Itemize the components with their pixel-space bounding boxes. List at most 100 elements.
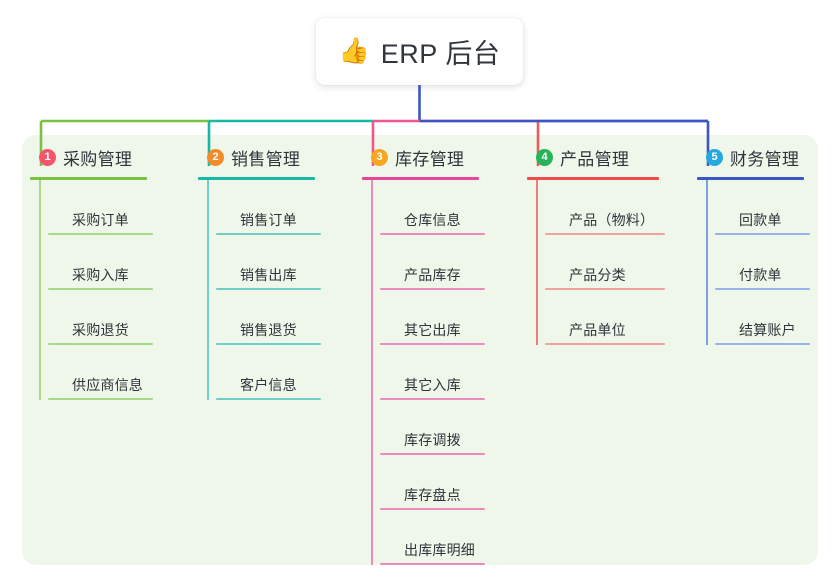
branch-header-4[interactable]: 4 产品管理 bbox=[527, 144, 687, 170]
leaf-item-label: 采购退货 bbox=[72, 322, 129, 338]
leaf-item[interactable]: 库存盘点 bbox=[371, 455, 512, 510]
leaf-item-rule bbox=[715, 343, 810, 345]
branch-header-rule bbox=[362, 177, 479, 180]
leaf-item[interactable]: 销售出库 bbox=[207, 235, 348, 290]
leaf-item[interactable]: 产品单位 bbox=[536, 290, 687, 345]
branch-spine bbox=[207, 180, 209, 400]
leaf-item-rule bbox=[380, 508, 485, 510]
branch-number-badge: 2 bbox=[207, 148, 224, 166]
leaf-item-label: 回款单 bbox=[739, 212, 782, 228]
leaf-item-rule bbox=[715, 233, 810, 235]
leaf-item-label: 仓库信息 bbox=[404, 212, 461, 228]
leaf-item-label: 供应商信息 bbox=[72, 377, 143, 393]
branch-title: 采购管理 bbox=[63, 149, 133, 169]
leaf-item-rule bbox=[216, 398, 321, 400]
root-node[interactable]: 👍 ERP 后台 bbox=[316, 18, 523, 85]
leaf-item-label: 其它出库 bbox=[404, 322, 461, 338]
leaf-item-label: 产品分类 bbox=[569, 267, 626, 283]
leaf-item-rule bbox=[380, 343, 485, 345]
branch-items-3: 仓库信息产品库存其它出库其它入库库存调拨库存盘点出库库明细 bbox=[362, 180, 512, 565]
leaf-item-label: 客户信息 bbox=[240, 377, 297, 393]
leaf-item-rule bbox=[48, 398, 153, 400]
leaf-item-rule bbox=[216, 288, 321, 290]
branch-title: 产品管理 bbox=[560, 149, 630, 169]
leaf-item[interactable]: 供应商信息 bbox=[39, 345, 180, 400]
leaf-item-rule bbox=[48, 233, 153, 235]
branch-column-4: 4 产品管理产品（物料） 产品分类产品单位 bbox=[527, 144, 687, 345]
branch-spine bbox=[371, 180, 373, 565]
leaf-item[interactable]: 客户信息 bbox=[207, 345, 348, 400]
branch-items-2: 销售订单销售出库销售退货客户信息 bbox=[198, 180, 348, 400]
leaf-item[interactable]: 采购入库 bbox=[39, 235, 180, 290]
leaf-item-label: 销售出库 bbox=[240, 267, 297, 283]
leaf-item-label: 出库库明细 bbox=[404, 542, 475, 558]
branches-panel bbox=[22, 135, 818, 565]
leaf-item[interactable]: 付款单 bbox=[706, 235, 822, 290]
leaf-item-rule bbox=[380, 563, 485, 565]
root-title: ERP 后台 bbox=[380, 39, 501, 69]
leaf-item-rule bbox=[545, 233, 665, 235]
leaf-item[interactable]: 销售订单 bbox=[207, 180, 348, 235]
leaf-item-rule bbox=[380, 453, 485, 455]
leaf-item[interactable]: 结算账户 bbox=[706, 290, 822, 345]
branch-header-5[interactable]: 5 财务管理 bbox=[697, 144, 822, 170]
leaf-item-label: 库存调拨 bbox=[404, 432, 461, 448]
leaf-item[interactable]: 产品（物料） bbox=[536, 180, 687, 235]
leaf-item-rule bbox=[380, 233, 485, 235]
leaf-item-label: 其它入库 bbox=[404, 377, 461, 393]
branch-number-badge: 1 bbox=[39, 148, 56, 166]
branch-items-1: 采购订单采购入库采购退货供应商信息 bbox=[30, 180, 180, 400]
leaf-item-label: 采购入库 bbox=[72, 267, 129, 283]
leaf-item-label: 结算账户 bbox=[739, 322, 796, 338]
branch-title: 库存管理 bbox=[395, 149, 465, 169]
branch-header-1[interactable]: 1 采购管理 bbox=[30, 144, 180, 170]
leaf-item-label: 产品（物料） bbox=[569, 212, 655, 228]
leaf-item-rule bbox=[545, 343, 665, 345]
leaf-item[interactable]: 产品分类 bbox=[536, 235, 687, 290]
branch-items-5: 回款单付款单结算账户 bbox=[697, 180, 822, 345]
leaf-item[interactable]: 其它出库 bbox=[371, 290, 512, 345]
leaf-item[interactable]: 其它入库 bbox=[371, 345, 512, 400]
leaf-item-rule bbox=[545, 288, 665, 290]
leaf-item-rule bbox=[48, 343, 153, 345]
leaf-item-rule bbox=[380, 288, 485, 290]
leaf-item[interactable]: 采购订单 bbox=[39, 180, 180, 235]
leaf-item-label: 付款单 bbox=[739, 267, 782, 283]
leaf-item-label: 销售订单 bbox=[240, 212, 297, 228]
leaf-item-label: 销售退货 bbox=[240, 322, 297, 338]
leaf-item[interactable]: 库存调拨 bbox=[371, 400, 512, 455]
branch-header-rule bbox=[697, 177, 804, 180]
leaf-item-rule bbox=[216, 233, 321, 235]
leaf-item-label: 库存盘点 bbox=[404, 487, 461, 503]
leaf-item-rule bbox=[48, 288, 153, 290]
leaf-item[interactable]: 销售退货 bbox=[207, 290, 348, 345]
leaf-item-label: 产品库存 bbox=[404, 267, 461, 283]
leaf-item[interactable]: 回款单 bbox=[706, 180, 822, 235]
branch-header-rule bbox=[30, 177, 147, 180]
leaf-item[interactable]: 仓库信息 bbox=[371, 180, 512, 235]
branch-title: 财务管理 bbox=[730, 149, 800, 169]
branch-number-badge: 5 bbox=[706, 148, 723, 166]
leaf-item-label: 采购订单 bbox=[72, 212, 129, 228]
leaf-item-rule bbox=[380, 398, 485, 400]
leaf-item-rule bbox=[715, 288, 810, 290]
leaf-item[interactable]: 出库库明细 bbox=[371, 510, 512, 565]
branch-column-5: 5 财务管理回款单付款单结算账户 bbox=[697, 144, 822, 345]
branch-items-4: 产品（物料） 产品分类产品单位 bbox=[527, 180, 687, 345]
branch-header-2[interactable]: 2 销售管理 bbox=[198, 144, 348, 170]
branch-column-2: 2 销售管理销售订单销售出库销售退货客户信息 bbox=[198, 144, 348, 400]
leaf-item[interactable]: 采购退货 bbox=[39, 290, 180, 345]
branch-spine bbox=[39, 180, 41, 400]
branch-column-1: 1 采购管理采购订单采购入库采购退货供应商信息 bbox=[30, 144, 180, 400]
root-node-content: 👍 ERP 后台 bbox=[339, 32, 501, 71]
leaf-item-rule bbox=[216, 343, 321, 345]
branch-title: 销售管理 bbox=[231, 149, 301, 169]
branch-header-rule bbox=[198, 177, 315, 180]
branch-header-rule bbox=[527, 177, 659, 180]
thumbs-up-icon: 👍 bbox=[338, 37, 370, 65]
branch-number-badge: 4 bbox=[536, 148, 553, 166]
leaf-item[interactable]: 产品库存 bbox=[371, 235, 512, 290]
